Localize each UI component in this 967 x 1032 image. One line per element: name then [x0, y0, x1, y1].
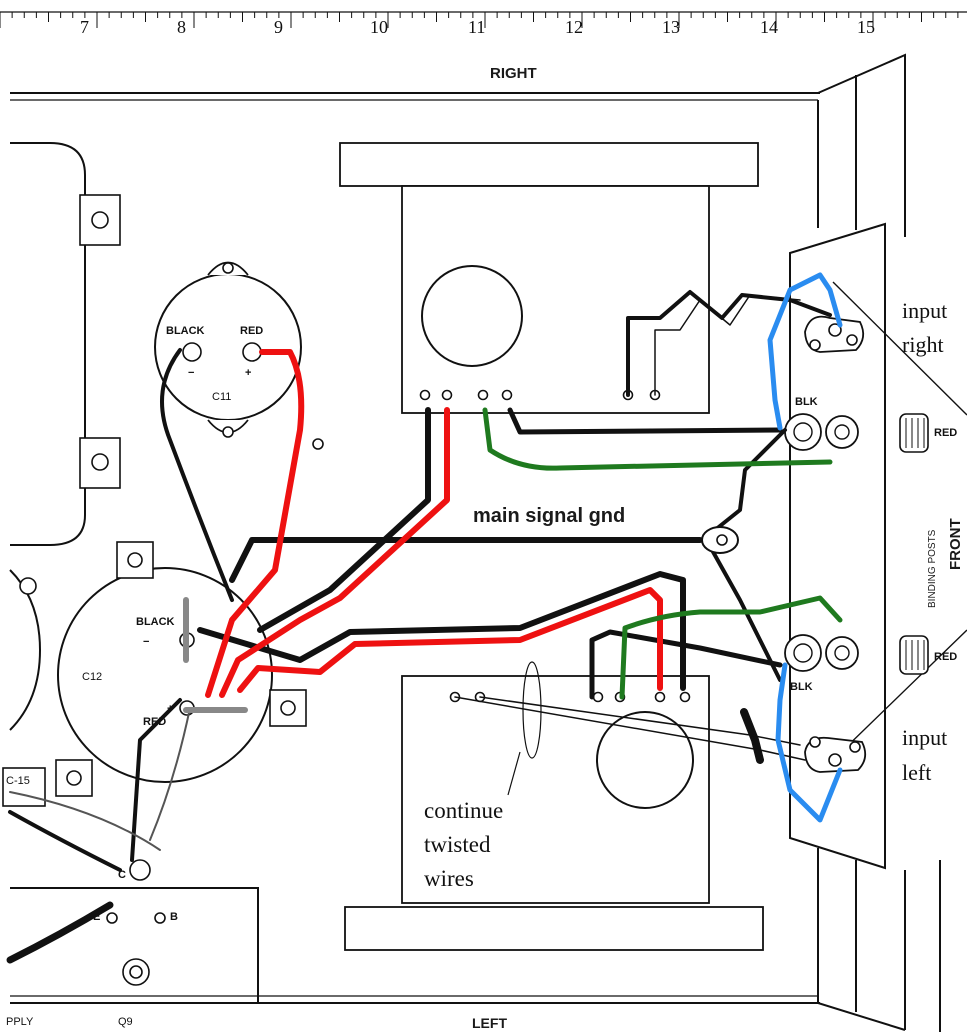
ruler-number-9: 9: [274, 17, 283, 37]
bottom-board: [344, 661, 764, 951]
binding-post-bottom: [899, 635, 929, 675]
input-right-label-line2: right: [902, 332, 944, 357]
ruler-number-14: 14: [760, 17, 778, 37]
continue-label-line2: twisted: [424, 832, 491, 857]
c-label: C: [118, 869, 126, 881]
front-panel: FRONT BINDING POSTS RED RED: [784, 222, 967, 870]
red-wire-lower: [237, 587, 663, 693]
main-signal-gnd-label: main signal gnd: [473, 505, 625, 527]
c11-plus-label: +: [245, 367, 251, 379]
supply-label: PPLY: [6, 1016, 34, 1028]
red-top-label: RED: [934, 427, 957, 439]
left-side-label: LEFT: [472, 1015, 507, 1031]
c11-minus-label: −: [188, 367, 194, 379]
red-bottom-label: RED: [934, 651, 957, 663]
red-wire-top-board: [219, 407, 450, 698]
twisted-wire-top: [654, 294, 801, 396]
ruler-number-12: 12: [565, 17, 583, 37]
ruler-number-15: 15: [857, 17, 875, 37]
gray-wire-c12: [149, 707, 191, 841]
ruler-number-8: 8: [177, 17, 186, 37]
b-label: B: [170, 911, 178, 923]
ruler-number-10: 10: [370, 17, 388, 37]
input-left-label-line2: left: [902, 760, 931, 785]
black-post-top: [784, 413, 859, 451]
black-wire-c11: [160, 348, 234, 602]
blue-wire-left: [775, 662, 843, 823]
ruler-number-11: 11: [468, 17, 485, 37]
wires: [6, 272, 843, 964]
blue-wire-right: [767, 272, 843, 431]
c11-red-label: RED: [240, 325, 263, 337]
black-wire-c12: [130, 698, 182, 862]
continue-label-line1: continue: [424, 798, 503, 823]
black-wire-edge: [8, 810, 122, 872]
c11-label: C11: [212, 391, 231, 403]
c12-black-label: BLACK: [136, 616, 175, 628]
black-wire-top-board: [257, 407, 431, 633]
black-wire-edge2: [6, 901, 114, 964]
black-wire-bottom-board: [589, 629, 783, 700]
continue-label-line3: wires: [424, 866, 474, 891]
green-wire-bottom: [619, 595, 843, 700]
blk-bottom-label: BLK: [790, 681, 813, 693]
black-wire-gnd-lower: [710, 548, 782, 682]
chassis-outline: [10, 53, 941, 1032]
capacitor-c12: BLACK − + RED C12: [55, 541, 307, 797]
c12-label: C12: [82, 671, 102, 683]
black-wire-gnd-bus: [229, 537, 703, 583]
input-right-label-line1: input: [902, 298, 947, 323]
ruler-number-13: 13: [662, 17, 680, 37]
twisted-wire-bottom2: [479, 696, 801, 746]
gray-wire-left: [9, 791, 161, 851]
right-side-label: RIGHT: [490, 65, 537, 82]
blk-top-label: BLK: [795, 396, 818, 408]
black-wire-blk-top: [507, 407, 783, 435]
supply-board: E B C: [10, 859, 259, 1003]
signal-ground-lug: [701, 526, 739, 554]
c15-component: C-15: [2, 767, 46, 807]
top-board: [339, 142, 759, 414]
black-wire-lower: [197, 571, 686, 691]
black-post-bottom: [784, 634, 859, 672]
ruler: 7 8 9 10 11 12 13 14 15: [0, 11, 967, 37]
c12-minus-label: −: [143, 636, 149, 648]
green-wire-top: [482, 407, 833, 471]
e-label: E: [93, 911, 100, 923]
ruler-ticks: [0, 12, 959, 28]
capacitor-c11: BLACK RED − + C11: [154, 261, 302, 438]
input-jack-left: [804, 736, 867, 773]
left-transformer: [10, 142, 121, 546]
black-wire-twisted: [740, 708, 764, 764]
red-wire-c11: [205, 349, 305, 698]
c11-black-label: BLACK: [166, 325, 205, 337]
input-left-label-line1: input: [902, 725, 947, 750]
front-label: FRONT: [947, 518, 964, 570]
input-jack-right: [804, 315, 865, 353]
c15-label: C-15: [6, 775, 30, 787]
black-wire-gnd-drop: [713, 428, 787, 532]
binding-post-top: [899, 413, 929, 453]
twisted-wire-bottom: [454, 696, 806, 761]
binding-posts-label: BINDING POSTS: [927, 529, 938, 608]
ruler-number-7: 7: [80, 17, 89, 37]
q9-label: Q9: [118, 1016, 133, 1028]
